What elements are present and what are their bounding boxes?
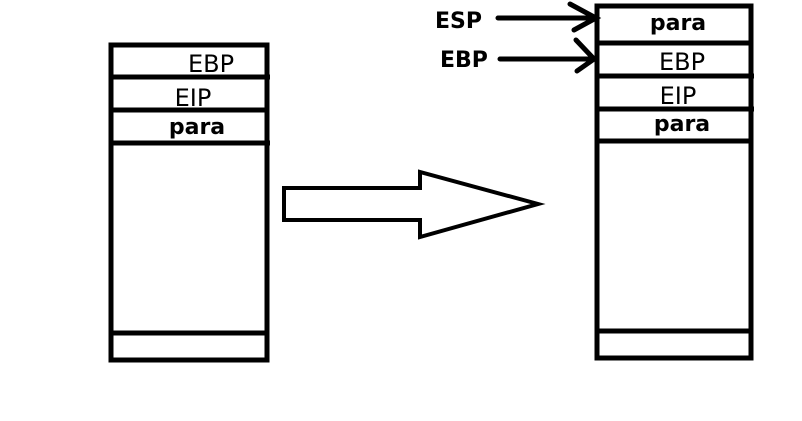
right-stack: para EBP EIP para (594, 3, 754, 361)
right-cell-ebp: EBP (659, 48, 705, 76)
right-cell-eip: EIP (660, 82, 697, 110)
right-stack-frame (594, 3, 754, 361)
ebp-arrow-icon (497, 37, 598, 74)
left-stack-frame (108, 42, 270, 363)
left-cell-ebp: EBP (188, 50, 234, 78)
transition-arrow-icon (282, 169, 546, 240)
esp-pointer: ESP (435, 1, 602, 34)
right-cell-para-top: para (650, 11, 706, 36)
left-cell-para: para (169, 115, 225, 140)
right-cell-para: para (654, 112, 710, 137)
ebp-pointer: EBP (440, 37, 598, 74)
left-cell-eip: EIP (175, 84, 212, 112)
left-stack: EBP EIP para (108, 42, 270, 363)
esp-arrow-icon (495, 1, 602, 33)
esp-label: ESP (435, 9, 482, 34)
ebp-label: EBP (440, 48, 488, 73)
